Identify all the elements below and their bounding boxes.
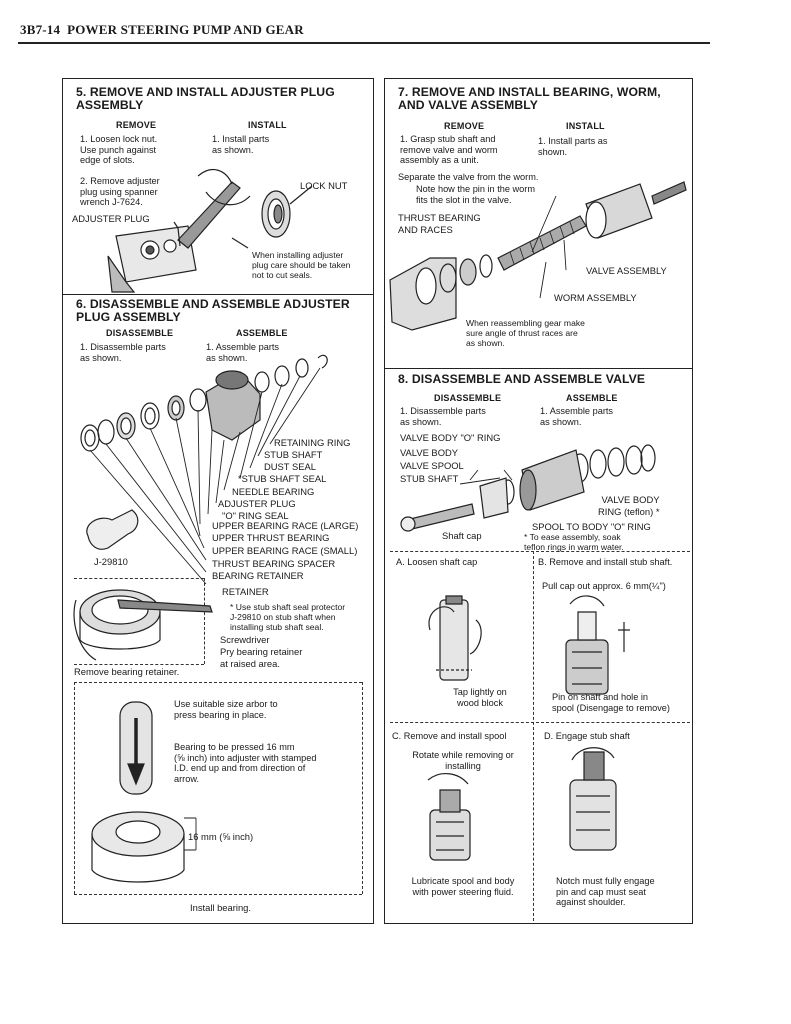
page-code: 3B7-14 xyxy=(20,22,61,37)
part-label: UPPER BEARING RACE (LARGE) xyxy=(212,520,359,531)
retainer-box-bottom xyxy=(74,664,204,665)
bearing-box-bottom xyxy=(74,894,362,895)
spanner-wrench-drawing xyxy=(177,181,241,249)
step-c-title: C. Remove and install spool xyxy=(392,731,507,741)
s8-disassemble-step1: 1. Disassemble parts as shown. xyxy=(400,406,486,427)
s5-remove-step1: 1. Loosen lock nut. Use punch against ed… xyxy=(80,134,158,166)
s7-install-step1: 1. Install parts as shown. xyxy=(538,136,608,157)
valve-body-label: VALVE BODY xyxy=(400,447,459,458)
separate-instruction: Separate the valve from the worm. xyxy=(398,172,539,182)
s8-grid-vertical xyxy=(533,551,534,921)
notch-label: Notch must fully engage pin and cap must… xyxy=(556,876,655,908)
s5-install-step1: 1. Install parts as shown. xyxy=(212,134,270,155)
teflon-note: * To ease assembly, soak teflon rings in… xyxy=(524,532,624,552)
press-note: Bearing to be pressed 16 mm (⅝ inch) int… xyxy=(174,742,317,784)
s7-col-remove: REMOVE xyxy=(444,121,485,131)
s8-grid-middle xyxy=(390,722,690,723)
valve-body-oring-label: VALVE BODY "O" RING xyxy=(400,432,501,443)
tap-label: Tap lightly on wood block xyxy=(453,687,507,708)
page-header: 3B7-14 POWER STEERING PUMP AND GEAR xyxy=(20,22,304,38)
press-depth-label: 16 mm (⅝ inch) xyxy=(188,831,254,842)
s7-col-install: INSTALL xyxy=(566,121,605,131)
header-rule xyxy=(18,42,710,44)
exploded-rings-drawing xyxy=(80,388,207,452)
lock-nut-label: LOCK NUT xyxy=(300,180,348,191)
part-label: UPPER BEARING RACE (SMALL) xyxy=(212,545,358,556)
valve-assembly-label: VALVE ASSEMBLY xyxy=(586,265,667,276)
divider-s5-s6 xyxy=(62,294,374,295)
spool-removal-drawing xyxy=(427,773,471,861)
spool-oring-label: SPOOL TO BODY "O" RING xyxy=(532,521,651,532)
pull-cap-label: Pull cap out approx. 6 mm(¼") xyxy=(542,581,666,591)
valve-spool-label: VALVE SPOOL xyxy=(400,460,464,471)
arbor-note: Use suitable size arbor to press bearing… xyxy=(174,699,278,720)
part-label: DUST SEAL xyxy=(264,461,316,472)
seal-protector-drawing xyxy=(86,509,139,550)
s6-assemble-step1: 1. Assemble parts as shown. xyxy=(206,342,280,363)
engage-shaft-drawing xyxy=(569,747,617,851)
s8-assemble-step1: 1. Assemble parts as shown. xyxy=(540,406,614,427)
thrust-bearing-label: THRUST BEARING AND RACES xyxy=(398,212,481,235)
step-a-title: A. Loosen shaft cap xyxy=(396,557,478,567)
pull-cap-drawing xyxy=(565,595,630,695)
page-title: POWER STEERING PUMP AND GEAR xyxy=(67,22,304,37)
s6-disassemble-step1: 1. Disassemble parts as shown. xyxy=(80,342,166,363)
worm-drawing xyxy=(497,215,587,271)
part-label: *STUB SHAFT SEAL xyxy=(238,473,327,484)
worm-assembly-label: WORM ASSEMBLY xyxy=(554,292,637,303)
valve-spool-drawing xyxy=(479,477,509,519)
s5-col-remove: REMOVE xyxy=(116,120,157,130)
s8-title: 8. DISASSEMBLE AND ASSEMBLE VALVE xyxy=(398,372,646,386)
shaft-cap-label: Shaft cap xyxy=(442,530,482,541)
seal-protector-note: * Use stub shaft seal protector J-29810 … xyxy=(230,602,346,632)
s7-remove-step1: 1. Grasp stub shaft and remove valve and… xyxy=(400,134,498,166)
s8-col-assemble: ASSEMBLE xyxy=(566,393,618,403)
part-label: THRUST BEARING SPACER xyxy=(212,558,336,569)
s8-col-disassemble: DISASSEMBLE xyxy=(434,393,502,403)
bearing-box-top xyxy=(74,682,362,683)
s6-title: 6. DISASSEMBLE AND ASSEMBLE ADJUSTER PLU… xyxy=(76,297,350,324)
loosen-cap-drawing xyxy=(428,595,482,681)
adjuster-plug-label: ADJUSTER PLUG xyxy=(72,213,150,224)
s8-grid-top xyxy=(390,551,690,552)
part-label: BEARING RETAINER xyxy=(212,570,304,581)
s5-col-install: INSTALL xyxy=(248,120,287,130)
install-bearing-caption: Install bearing. xyxy=(190,902,251,913)
divider-s7-s8 xyxy=(384,368,693,369)
s7-title: 7. REMOVE AND INSTALL BEARING, WORM, AND… xyxy=(398,85,661,112)
part-label: RETAINER xyxy=(222,586,269,597)
s6-col-disassemble: DISASSEMBLE xyxy=(106,328,174,338)
part-label: NEEDLE BEARING xyxy=(232,486,315,497)
right-panel-frame xyxy=(384,78,693,924)
screwdriver-label: Screwdriver xyxy=(220,634,270,645)
stub-shaft-drawing xyxy=(405,503,475,531)
retainer-box-top xyxy=(74,578,204,579)
body-rings-label: VALVE BODY RING (teflon) * xyxy=(598,494,660,517)
tool-label: J-29810 xyxy=(94,556,128,567)
remove-retainer-caption: Remove bearing retainer. xyxy=(74,666,180,677)
s5-title: 5. REMOVE AND INSTALL ADJUSTER PLUG ASSE… xyxy=(76,85,335,112)
part-label: "O" RING SEAL xyxy=(222,510,289,521)
s5-install-note: When installing adjuster plug care shoul… xyxy=(252,250,351,280)
bearing-box-right xyxy=(362,682,363,894)
step-b-title: B. Remove and install stub shaft. xyxy=(538,557,673,567)
step-d-title: D. Engage stub shaft xyxy=(544,731,630,741)
pin-spool-label: Pin on shaft and hole in spool (Disengag… xyxy=(552,692,670,713)
retainer-box-right xyxy=(204,578,205,664)
bearing-box-left xyxy=(74,682,75,894)
left-panel-frame xyxy=(62,78,374,924)
lubricate-label: Lubricate spool and body with power stee… xyxy=(411,876,515,897)
reassembly-note: When reassembling gear make sure angle o… xyxy=(466,318,585,348)
pin-slot-note: Note how the pin in the worm fits the sl… xyxy=(416,184,535,205)
part-label: RETAINING RING xyxy=(274,437,351,448)
rotate-label: Rotate while removing or installing xyxy=(412,750,514,771)
part-label: STUB SHAFT xyxy=(264,449,323,460)
pry-label: Pry bearing retainer at raised area. xyxy=(220,646,303,669)
part-label: ADJUSTER PLUG xyxy=(218,498,296,509)
part-label: UPPER THRUST BEARING xyxy=(212,532,330,543)
s6-col-assemble: ASSEMBLE xyxy=(236,328,288,338)
s5-remove-step2: 2. Remove adjuster plug using spanner wr… xyxy=(80,176,160,208)
stub-shaft-label: STUB SHAFT xyxy=(400,473,459,484)
